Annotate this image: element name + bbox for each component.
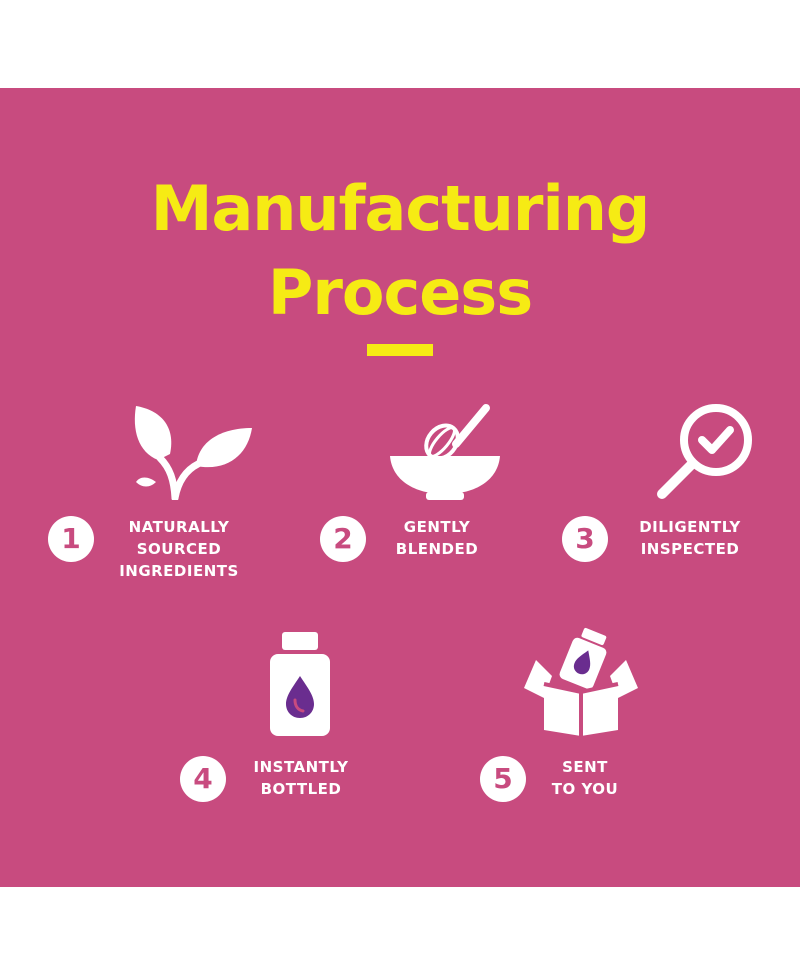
step-label-3: DILIGENTLY INSPECTED	[639, 518, 741, 558]
mixing-bowl-whisk-icon	[390, 404, 500, 500]
box-bottle-icon	[524, 628, 638, 736]
step-label-5: SENT TO YOU	[551, 758, 619, 798]
step-number-5: 5	[480, 756, 526, 802]
step-label-1: NATURALLY SOURCED INGREDIENTS	[119, 518, 239, 580]
step-number-4: 4	[180, 756, 226, 802]
magnifier-check-icon	[657, 404, 752, 499]
step-label-4: INSTANTLY BOTTLED	[253, 758, 349, 798]
step-label-2: GENTLY BLENDED	[395, 518, 479, 558]
page-title-line-2: Process	[267, 256, 533, 329]
step-number-2: 2	[320, 516, 366, 562]
bottle-drop-icon	[270, 632, 330, 736]
step-number-1: 1	[48, 516, 94, 562]
page-title-line-1: Manufacturing	[150, 172, 651, 245]
title-underline	[367, 344, 433, 356]
leaf-sprout-icon	[134, 406, 252, 500]
step-number-3: 3	[562, 516, 608, 562]
